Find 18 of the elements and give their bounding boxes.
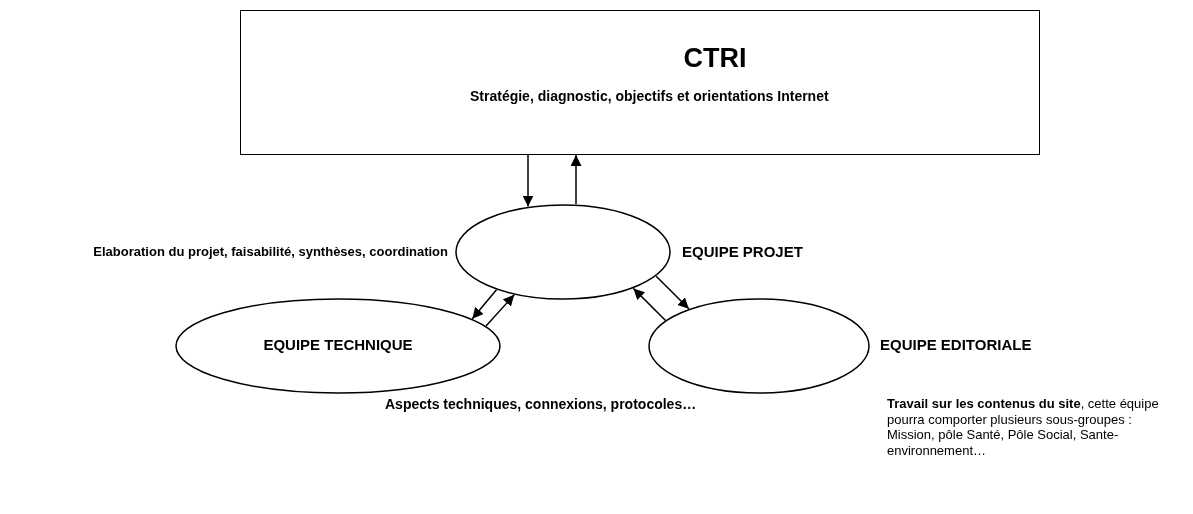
team-ellipse [648, 298, 870, 394]
arrow [570, 154, 582, 206]
description-text: Elaboration du projet, faisabilité, synthèses, coordination [93, 244, 448, 260]
arrow [522, 154, 534, 208]
team-label: EQUIPE PROJET [682, 243, 803, 261]
team-label: EQUIPE TECHNIQUE [263, 336, 413, 354]
process-box [240, 10, 1040, 155]
box-subtitle: Stratégie, diagnostic, objectifs et orientations Internet [470, 88, 829, 105]
arrow [632, 287, 667, 322]
box-title: CTRI [683, 42, 747, 75]
description-text: Aspects techniques, connexions, protocoles… [385, 396, 697, 413]
description-text: Travail sur les contenus du site, cette équipe pourra comporter plusieurs sous-groupes : Mission, pôle Santé, Pôle Social, Sante-environnement… [887, 396, 1160, 459]
arrow [655, 275, 690, 310]
team-ellipse [455, 204, 671, 300]
team-label: EQUIPE EDITORIALE [880, 336, 1032, 354]
team-ellipse [175, 298, 501, 394]
arrow [471, 289, 498, 320]
arrow [485, 294, 515, 327]
